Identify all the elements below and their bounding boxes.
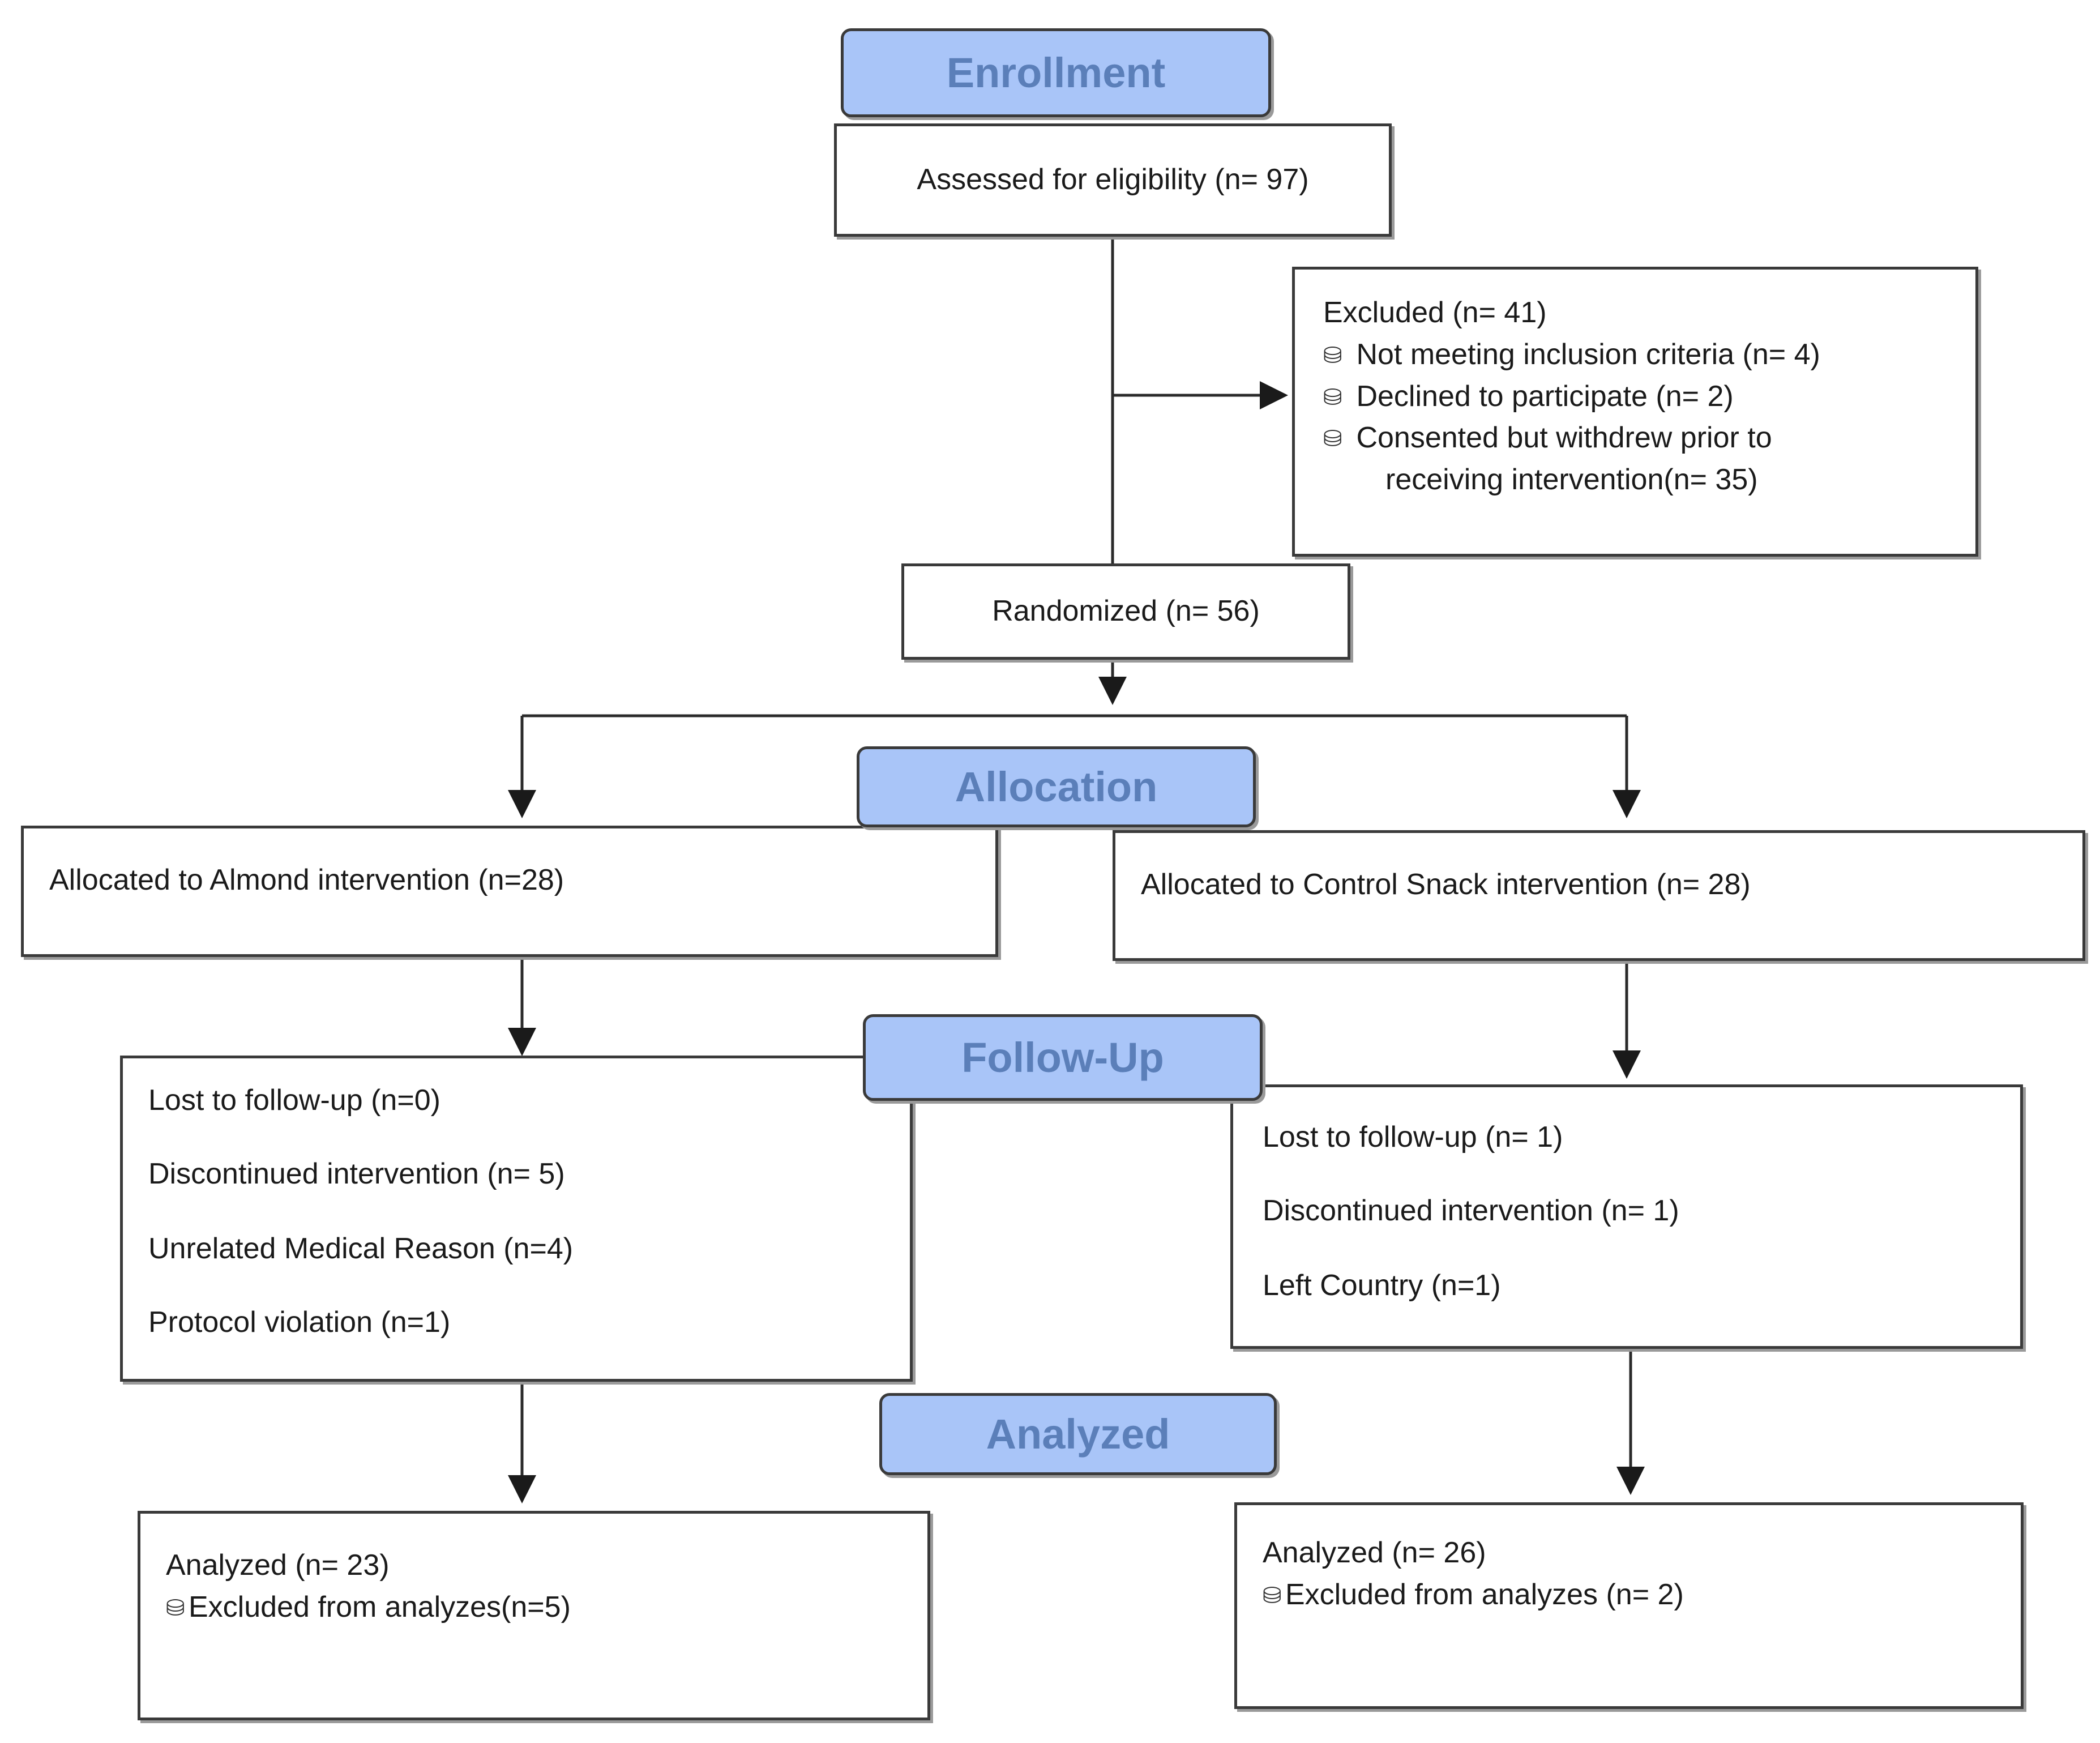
stage-analyzed: Analyzed xyxy=(879,1393,1277,1475)
checklist-icon: ⛁ xyxy=(1263,1583,1282,1608)
stage-allocation: Allocation xyxy=(857,746,1256,827)
assessed-text: Assessed for eligibility (n= 97) xyxy=(917,163,1309,196)
analyzed-control-excluded: Excluded from analyzes (n= 2) xyxy=(1285,1578,1684,1611)
excluded-item: ⛁ Consented but withdrew prior to xyxy=(1323,417,1975,459)
assessed-box: Assessed for eligibility (n= 97) xyxy=(834,123,1392,237)
stage-follow-up-label: Follow-Up xyxy=(961,1034,1164,1081)
excluded-item-text: Consented but withdrew prior to xyxy=(1356,421,1772,455)
checklist-icon: ⛁ xyxy=(1323,426,1342,452)
excluded-item: ⛁ Declined to participate (n= 2) xyxy=(1323,376,1975,418)
allocated-control-text: Allocated to Control Snack intervention … xyxy=(1141,868,1751,901)
followup-almond-item: Unrelated Medical Reason (n=4) xyxy=(148,1232,574,1265)
analyzed-almond-excluded-row: ⛁Excluded from analyzes(n=5) xyxy=(166,1587,927,1629)
followup-almond-box: Lost to follow-up (n=0) Discontinued int… xyxy=(120,1056,913,1382)
analyzed-almond-title: Analyzed (n= 23) xyxy=(166,1549,390,1582)
analyzed-almond-box: Analyzed (n= 23) ⛁Excluded from analyzes… xyxy=(138,1511,930,1720)
followup-control-item: Left Country (n=1) xyxy=(1263,1269,1501,1302)
stage-allocation-label: Allocation xyxy=(955,763,1158,810)
checklist-icon: ⛁ xyxy=(1323,343,1342,368)
randomized-text: Randomized (n= 56) xyxy=(992,595,1260,628)
allocated-control-box: Allocated to Control Snack intervention … xyxy=(1113,830,2085,961)
analyzed-control-box: Analyzed (n= 26) ⛁Excluded from analyzes… xyxy=(1234,1502,2024,1709)
excluded-item: ⛁ Not meeting inclusion criteria (n= 4) xyxy=(1323,334,1975,376)
followup-control-item: Lost to follow-up (n= 1) xyxy=(1263,1121,1563,1154)
excluded-box: Excluded (n= 41) ⛁ Not meeting inclusion… xyxy=(1292,267,1978,557)
excluded-title: Excluded (n= 41) xyxy=(1323,296,1547,329)
analyzed-control-excluded-row: ⛁Excluded from analyzes (n= 2) xyxy=(1263,1574,2021,1616)
followup-almond-item: Protocol violation (n=1) xyxy=(148,1306,451,1339)
excluded-item-text: Not meeting inclusion criteria (n= 4) xyxy=(1356,338,1820,371)
stage-follow-up: Follow-Up xyxy=(863,1014,1263,1101)
allocated-almond-box: Allocated to Almond intervention (n=28) xyxy=(21,826,998,957)
checklist-icon: ⛁ xyxy=(166,1595,185,1621)
followup-control-item: Discontinued intervention (n= 1) xyxy=(1263,1194,1679,1227)
excluded-item-text: Declined to participate (n= 2) xyxy=(1356,379,1734,413)
allocated-almond-text: Allocated to Almond intervention (n=28) xyxy=(49,864,564,896)
stage-analyzed-label: Analyzed xyxy=(986,1411,1170,1458)
followup-almond-item: Discontinued intervention (n= 5) xyxy=(148,1157,565,1190)
analyzed-almond-excluded: Excluded from analyzes(n=5) xyxy=(189,1590,571,1624)
analyzed-control-title: Analyzed (n= 26) xyxy=(1263,1536,1486,1569)
checklist-icon: ⛁ xyxy=(1323,385,1342,410)
followup-almond-item: Lost to follow-up (n=0) xyxy=(148,1084,440,1117)
randomized-box: Randomized (n= 56) xyxy=(901,563,1350,660)
stage-enrollment: Enrollment xyxy=(841,28,1271,117)
followup-control-box: Lost to follow-up (n= 1) Discontinued in… xyxy=(1230,1084,2023,1349)
excluded-item-continuation: receiving intervention(n= 35) xyxy=(1385,463,1758,497)
stage-enrollment-label: Enrollment xyxy=(946,49,1166,96)
